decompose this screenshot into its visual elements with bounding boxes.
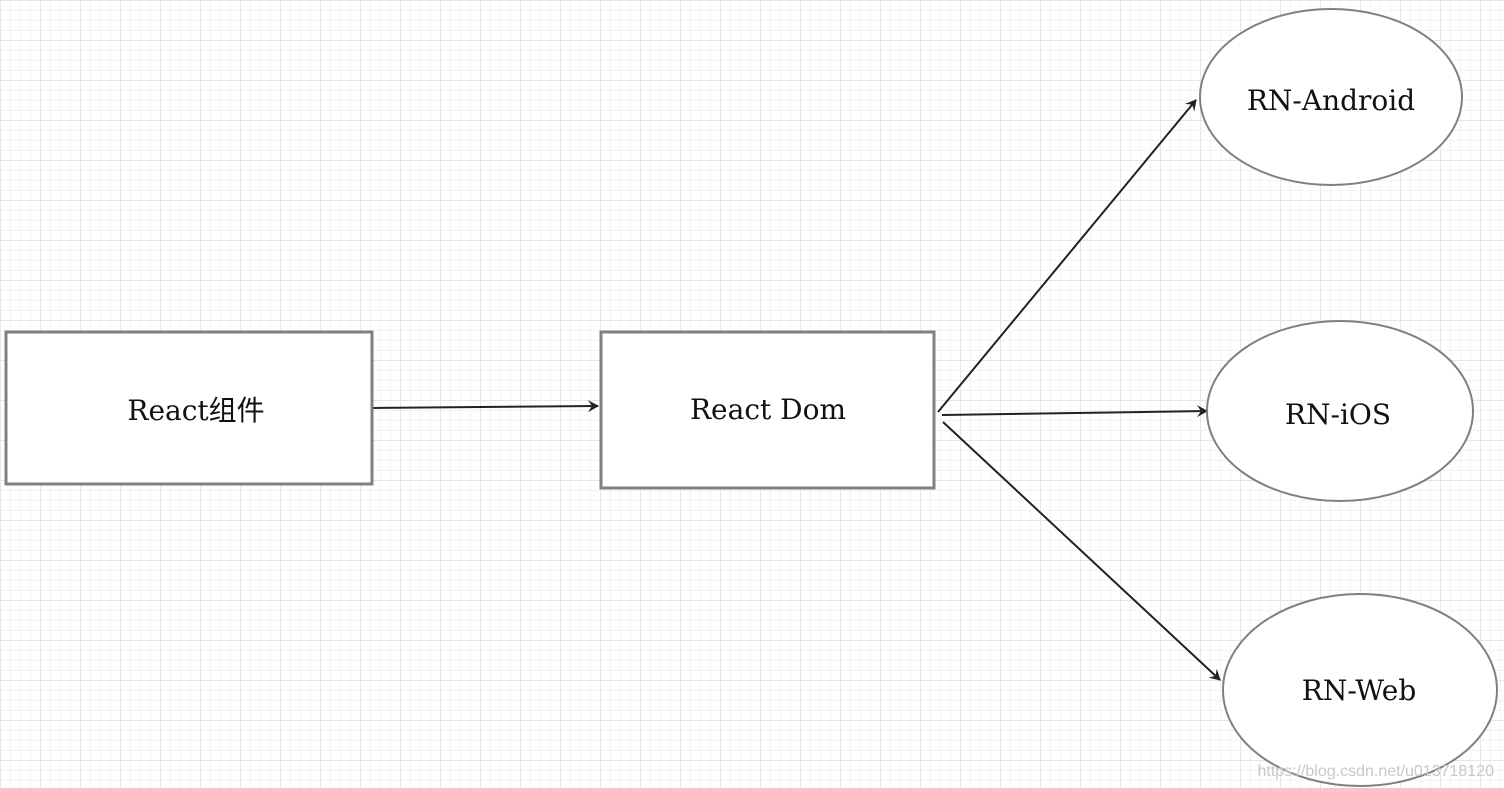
node-react-dom-label: React Dom [690,393,846,426]
watermark-text: https://blog.csdn.net/u013718120 [1257,763,1494,780]
node-rn-ios-label: RN-iOS [1285,398,1391,431]
node-rn-web-label: RN-Web [1302,674,1417,707]
node-rn-android[interactable]: RN-Android [1199,8,1463,186]
node-react-component-label: React组件 [127,394,264,427]
node-rn-android-label: RN-Android [1247,84,1415,117]
node-react-component[interactable]: React组件 [4,330,374,486]
edge-react-dom-to-rn-android [937,99,1197,413]
node-rn-web[interactable]: RN-Web [1222,593,1498,787]
edge-react-dom-to-rn-ios [941,405,1208,418]
node-rn-ios[interactable]: RN-iOS [1206,320,1474,502]
edge-react-dom-to-rn-web [942,421,1221,681]
edge-react-component-to-react-dom [371,400,599,413]
node-react-dom[interactable]: React Dom [599,330,936,490]
